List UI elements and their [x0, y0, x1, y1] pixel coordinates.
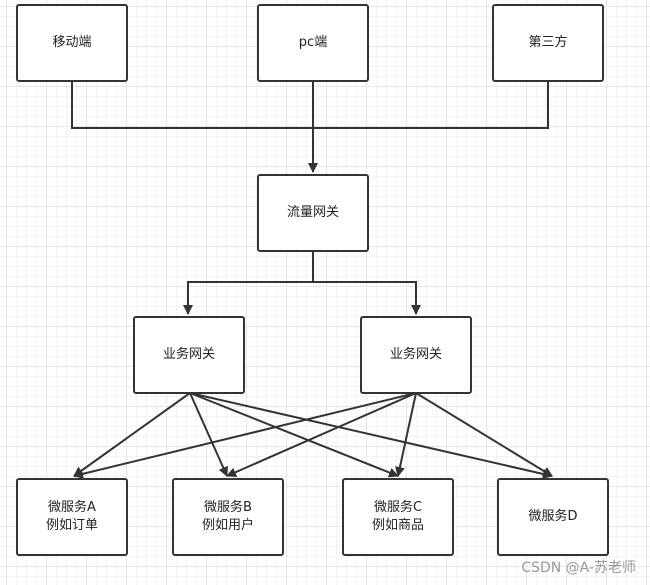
- node-microservice-c[interactable]: 微服务C 例如商品: [342, 478, 454, 556]
- node-business-gateway-left-label: 业务网关: [162, 347, 215, 362]
- node-microservice-b[interactable]: 微服务B 例如用户: [172, 478, 284, 556]
- edge-left-gw-to-ms-d: [189, 392, 553, 479]
- node-traffic-gateway-label: 流量网关: [286, 205, 339, 220]
- node-business-gateway-right-label: 业务网关: [389, 347, 442, 362]
- edge-left-gw-to-ms-c: [189, 392, 399, 478]
- watermark: CSDN @A-苏老师: [521, 560, 636, 576]
- edge-traffic-to-right-gateway: [313, 281, 421, 315]
- edge-right-gw-to-ms-c: [395, 392, 417, 477]
- node-microservice-d[interactable]: 微服务D: [497, 478, 609, 556]
- node-microservice-c-name: 微服务C: [373, 500, 423, 515]
- node-business-gateway-left[interactable]: 业务网关: [133, 316, 245, 394]
- node-microservice-b-example: 例如用户: [201, 518, 254, 533]
- node-traffic-gateway[interactable]: 流量网关: [257, 174, 369, 252]
- node-microservice-a-name: 微服务A: [48, 500, 96, 515]
- node-microservice-d-label: 微服务D: [528, 509, 578, 524]
- node-mobile[interactable]: 移动端: [16, 4, 128, 82]
- node-pc[interactable]: pc端: [257, 4, 369, 82]
- node-third-party[interactable]: 第三方: [492, 4, 604, 82]
- node-business-gateway-right[interactable]: 业务网关: [360, 316, 472, 394]
- edge-mobile-merge: [71, 82, 549, 129]
- node-mobile-label: 移动端: [52, 35, 92, 50]
- node-pc-label: pc端: [298, 35, 328, 50]
- edge-right-gw-to-ms-b: [226, 392, 417, 477]
- edge-right-gw-to-ms-a: [73, 392, 417, 479]
- node-microservice-c-example: 例如商品: [371, 518, 424, 533]
- node-microservice-a[interactable]: 微服务A 例如订单: [16, 478, 128, 556]
- edge-left-gw-to-ms-b: [189, 392, 228, 477]
- edge-left-gw-to-ms-a: [73, 392, 191, 477]
- edge-traffic-split: [183, 252, 314, 315]
- node-third-party-label: 第三方: [528, 35, 568, 50]
- edge-right-gw-to-ms-d: [415, 392, 553, 477]
- node-microservice-a-example: 例如订单: [45, 518, 98, 533]
- node-microservice-b-name: 微服务B: [204, 500, 252, 515]
